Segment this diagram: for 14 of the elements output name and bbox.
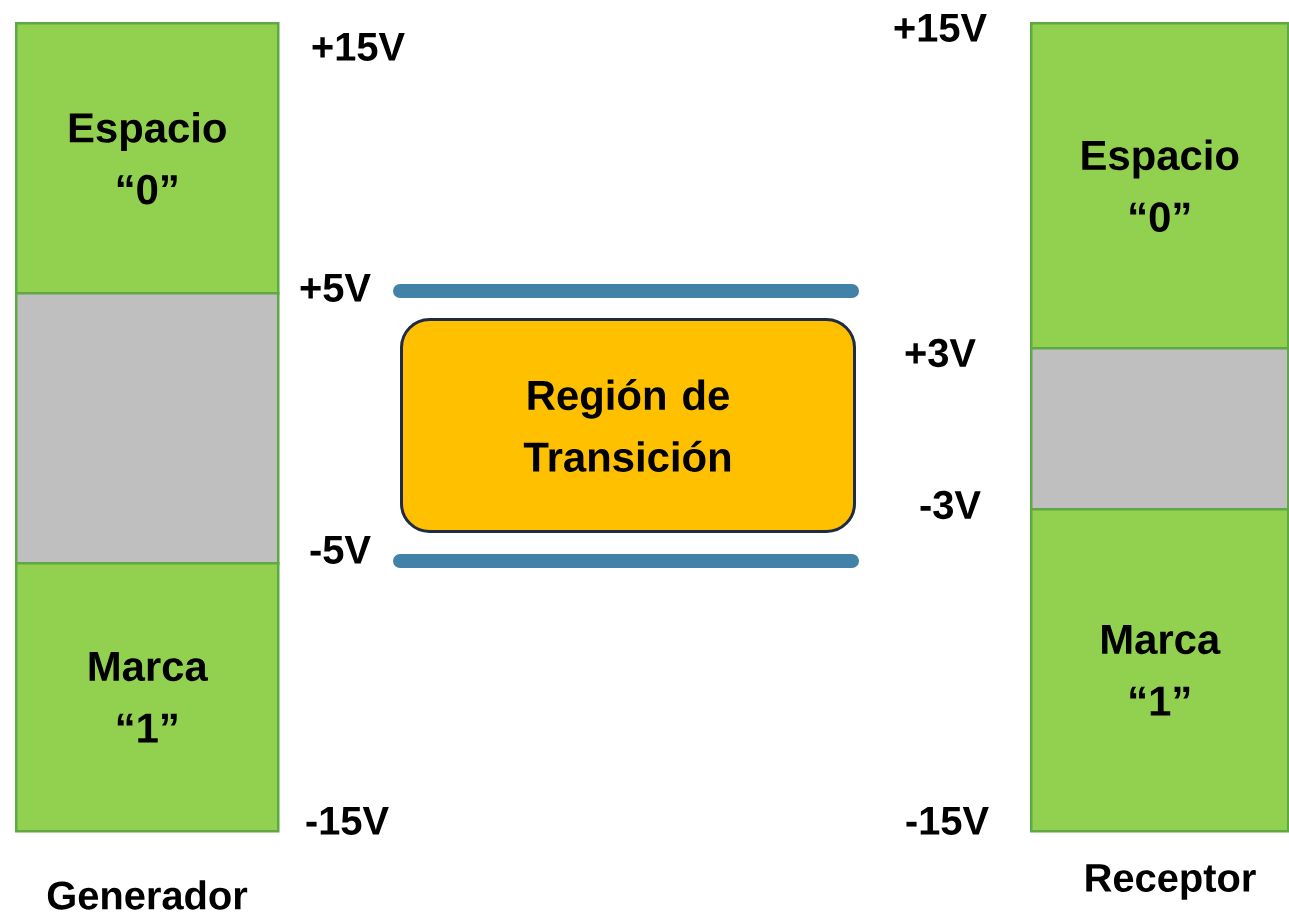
band-box — [15, 292, 280, 565]
voltage-label: -3V — [920, 490, 981, 520]
voltage-label: +15V — [894, 14, 987, 42]
voltage-label: Generador — [47, 880, 248, 910]
voltage-label: -15V — [906, 807, 989, 835]
level-box: Marca “1” — [15, 562, 280, 833]
voltage-label: -5V — [310, 536, 371, 564]
voltage-label: +5V — [300, 274, 371, 302]
level-box: Espacio “0” — [15, 22, 280, 295]
region-box: Región de Transición — [400, 318, 856, 533]
band-box — [1030, 347, 1289, 511]
voltage-label: +3V — [905, 338, 976, 368]
level-box: Marca “1” — [1030, 508, 1289, 833]
level-box: Espacio “0” — [1030, 22, 1289, 350]
